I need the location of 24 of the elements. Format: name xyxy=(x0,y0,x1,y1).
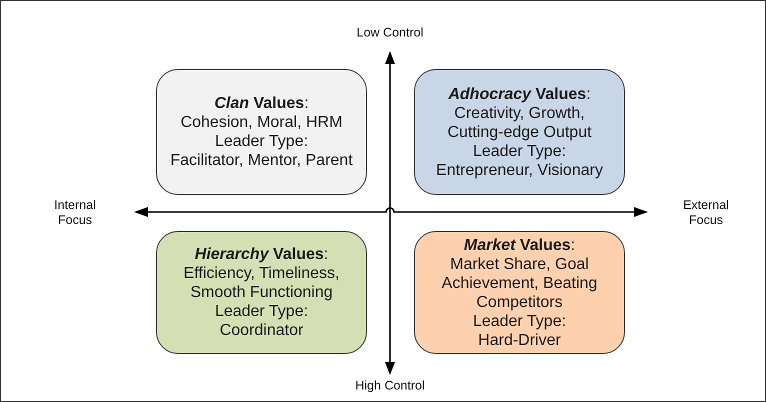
leader-type-text: Hard-Driver xyxy=(478,330,561,350)
axis-label: High Control xyxy=(355,378,425,394)
values-text: Cohesion, Moral, HRM xyxy=(180,113,342,132)
leader-type-text: Entrepreneur, Visionary xyxy=(436,160,603,180)
axis-label: External Focus xyxy=(683,198,729,228)
leader-type-label: Leader Type: xyxy=(472,312,566,330)
values-text: Creativity, Growth, Cutting-edge Output xyxy=(446,104,593,142)
culture-heading: Market Values: xyxy=(464,236,576,254)
values-text: Efficiency, Timeliness, Smooth Functioning xyxy=(182,264,340,302)
culture-heading: Adhocracy Values: xyxy=(448,84,591,104)
axis-label: Internal Focus xyxy=(54,198,96,228)
values-text: Market Share, Goal Achievement, Beating Competitors xyxy=(440,254,598,312)
quadrant-box xyxy=(156,69,367,195)
culture-heading: Clan Values: xyxy=(214,94,309,113)
culture-heading: Hierarchy Values: xyxy=(194,245,328,264)
quadrant-box xyxy=(156,231,367,354)
leader-type-text: Coordinator xyxy=(220,321,304,340)
axis-label: Low Control xyxy=(356,26,424,40)
leader-type-label: Leader Type: xyxy=(472,142,566,160)
leader-type-text: Facilitator, Mentor, Parent xyxy=(170,151,353,170)
leader-type-label: Leader Type: xyxy=(214,302,308,321)
quadrant-box xyxy=(414,69,625,195)
quadrant-box xyxy=(414,231,625,354)
leader-type-label: Leader Type: xyxy=(214,132,308,151)
